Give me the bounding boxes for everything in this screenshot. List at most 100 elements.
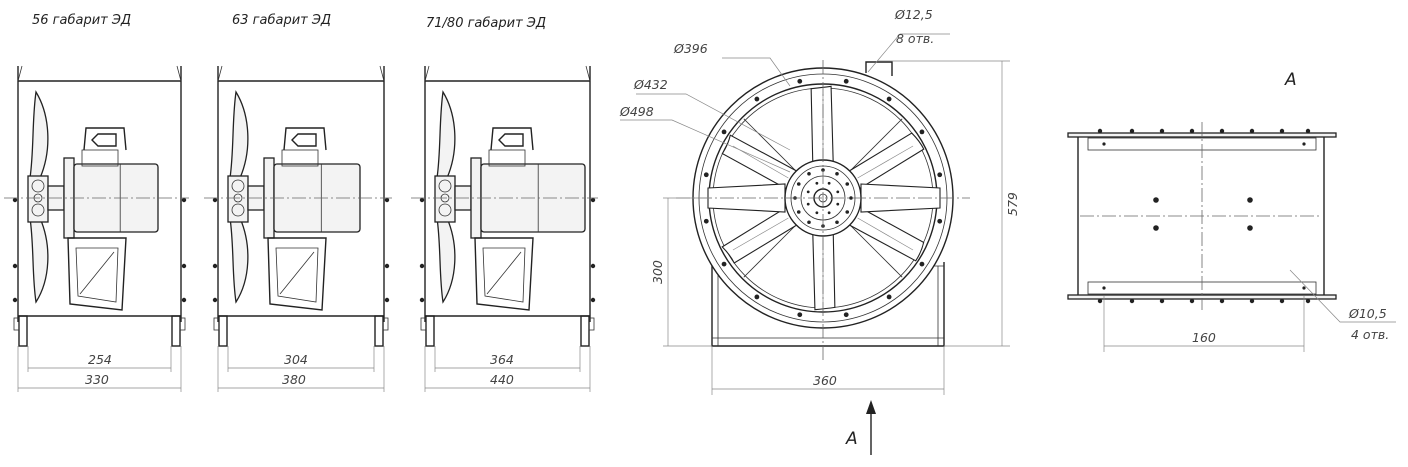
support-frame <box>711 262 945 347</box>
flange-bottom-bolt-0 <box>1097 298 1103 304</box>
flange-bottom-bolt-4 <box>1219 298 1225 304</box>
hub-bolt-10 <box>835 171 839 176</box>
flange-hole-12 <box>843 78 849 84</box>
flange-top-bolt-3 <box>1189 128 1195 134</box>
housing-flare <box>424 65 591 82</box>
blade-4 <box>721 205 799 264</box>
front-d396: Ø396 <box>673 41 708 56</box>
hub-bolt-7 <box>796 182 801 186</box>
prop-hub <box>434 175 456 223</box>
flange-hole-3 <box>843 312 849 318</box>
side-view-2 <box>204 65 392 392</box>
prop-blade-upper <box>29 90 49 179</box>
lower-leg-inner <box>275 247 319 303</box>
hub-bolt-b <box>231 203 245 217</box>
hub-inner-bolt-0 <box>836 202 840 206</box>
bolt-left-2 <box>12 297 18 303</box>
prop-blade-lower <box>436 217 456 304</box>
flange-hole-1 <box>919 261 925 267</box>
hub-inner-bolt-6 <box>827 181 831 185</box>
leader-d432 <box>636 93 791 151</box>
flange-bottom-bolt-5 <box>1249 298 1255 304</box>
flange-bottom-bolt-7 <box>1305 298 1311 304</box>
lower-leg <box>67 237 127 311</box>
strut-1 <box>743 223 798 278</box>
upper-bracket <box>283 127 327 151</box>
bar-hole-0 <box>1102 142 1106 146</box>
lower-leg-diag <box>279 251 315 295</box>
front-height-total: 579 <box>1005 192 1020 216</box>
flange-hole-15 <box>937 172 943 178</box>
flange-bottom-bolt-1 <box>1129 298 1135 304</box>
hub-bolt-a <box>31 179 45 193</box>
view-a-hole-count: 4 отв. <box>1351 327 1389 342</box>
strut-0 <box>848 223 903 278</box>
foot-left-pad <box>420 317 427 331</box>
leader-d396 <box>722 57 791 87</box>
view-a-width: 160 <box>1192 330 1216 345</box>
leader-d498 <box>620 119 791 173</box>
foot-right-pad <box>179 317 186 331</box>
lower-leg-diag <box>79 251 115 295</box>
hub-inner-bolt-1 <box>827 211 831 215</box>
blade-rib-2 <box>857 217 914 251</box>
view-arrow-head <box>866 400 876 414</box>
support-struts <box>743 118 903 278</box>
strut-2 <box>743 118 798 173</box>
bolt-left-0 <box>212 197 218 203</box>
view1-inner-dim: 254 <box>88 352 112 367</box>
bar-hole-3 <box>1302 286 1306 290</box>
front-view <box>620 33 1010 455</box>
housing-walls <box>424 66 591 322</box>
housing-flare <box>17 65 182 82</box>
housing-flare <box>217 65 385 82</box>
bolt-right-1 <box>181 263 187 269</box>
side-views <box>4 65 598 392</box>
foot-left-pad <box>213 317 220 331</box>
flange-hole-13 <box>886 96 892 102</box>
foot-left <box>18 315 28 347</box>
housing-walls <box>217 66 385 322</box>
foot-right-pad <box>382 317 389 331</box>
view-a-hole-dia: Ø10,5 <box>1348 306 1387 321</box>
prop-blade-upper <box>229 90 249 179</box>
hub-bolt-2 <box>835 220 839 225</box>
foot-left <box>218 315 228 347</box>
flange-hole-0 <box>937 218 943 224</box>
bolt-right-2 <box>384 297 390 303</box>
flange-top-bolt-7 <box>1305 128 1311 134</box>
view2-outer-dim: 380 <box>282 372 306 387</box>
view2-title: 63 габарит ЭД <box>232 13 331 28</box>
bolt-left-0 <box>12 197 18 203</box>
bolt-right-2 <box>181 297 187 303</box>
mount-hole-1 <box>1153 225 1159 231</box>
lower-leg <box>267 237 327 311</box>
view1-title: 56 габарит ЭД <box>32 13 131 28</box>
prop-hub <box>27 175 49 223</box>
blade-5 <box>721 134 799 191</box>
hub-inner-bolt-7 <box>836 190 840 194</box>
flange-hole-10 <box>754 96 760 102</box>
foot-right <box>580 315 590 347</box>
front-d498: Ø498 <box>619 104 654 119</box>
blade-rib-4 <box>732 217 789 251</box>
foot-right <box>171 315 181 347</box>
top-lug <box>865 61 893 76</box>
bolt-right-0 <box>590 197 596 203</box>
flange-top-bolt-1 <box>1129 128 1135 134</box>
hub-bolt-a <box>438 179 452 193</box>
flange-hole-7 <box>703 218 709 224</box>
prop-blade-upper <box>436 90 456 179</box>
front-width-base: 360 <box>813 373 837 388</box>
bolt-left-1 <box>419 263 425 269</box>
strut-3 <box>848 118 903 173</box>
front-arrow-label: A <box>845 429 858 449</box>
blade-3 <box>812 231 836 311</box>
hub-bolt-a <box>231 179 245 193</box>
view3-inner-dim: 364 <box>490 352 514 367</box>
flange-hole-6 <box>721 261 727 267</box>
front-d432: Ø432 <box>633 77 668 92</box>
mount-hole-0 <box>1153 197 1159 203</box>
